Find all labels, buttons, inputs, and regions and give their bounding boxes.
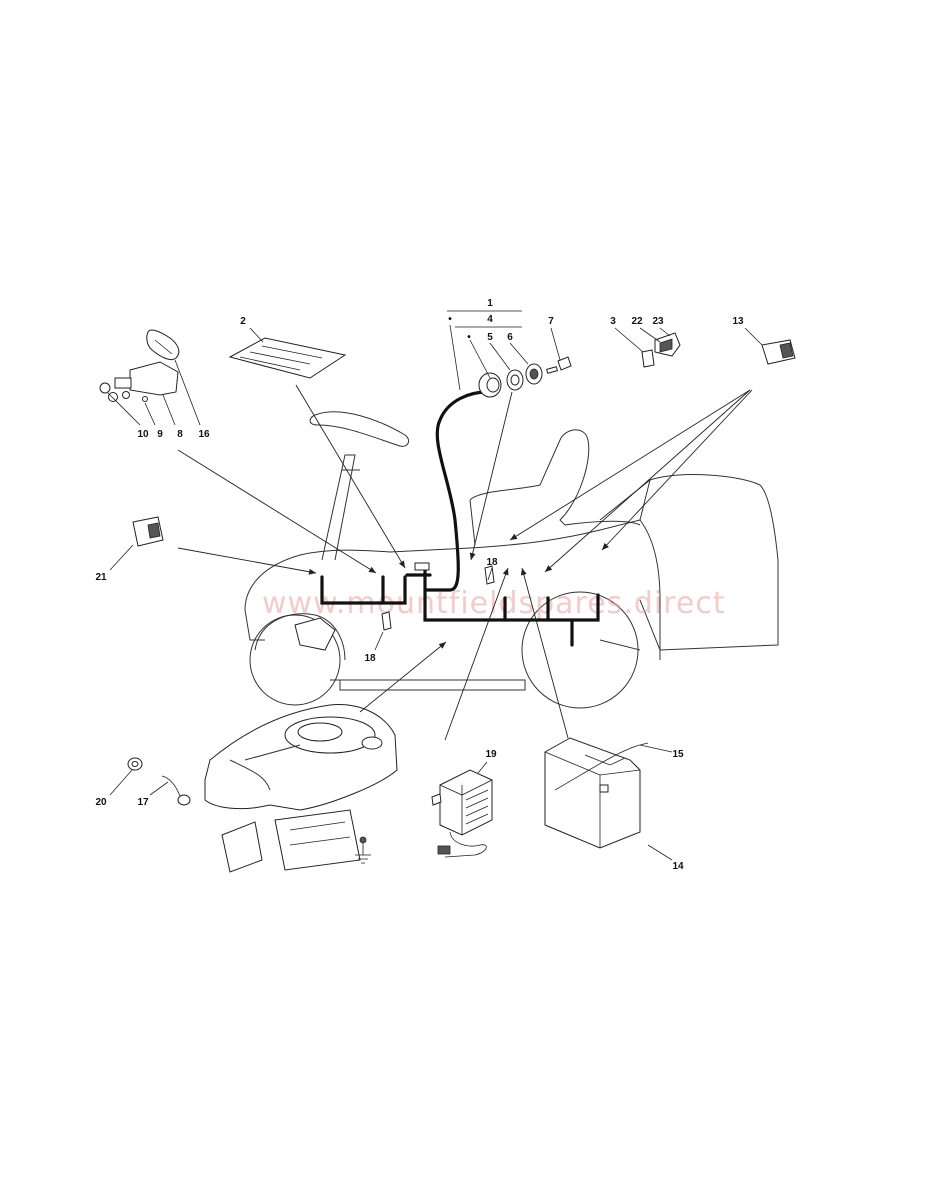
bullet-marker-b: • [467, 332, 471, 343]
callout-4: 4 [487, 314, 493, 325]
part-21-switch [132, 516, 164, 547]
part-14-battery [544, 737, 649, 849]
engine-illustration [204, 704, 398, 873]
part-19-charger [431, 769, 493, 858]
callout-17: 17 [137, 797, 149, 808]
bullet-marker-a: • [448, 314, 452, 325]
callout-18-left: 18 [364, 653, 376, 664]
callout-labels: 1 4 • • 5 6 7 3 22 23 13 2 10 9 8 16 21 … [95, 298, 744, 872]
callout-20: 20 [95, 797, 107, 808]
solenoid-cluster [99, 329, 180, 402]
callout-23: 23 [652, 316, 664, 327]
callout-10: 10 [137, 429, 149, 440]
washer-icon [108, 392, 118, 402]
nut-icon [99, 382, 111, 394]
key-icon [557, 356, 572, 371]
callout-15: 15 [672, 749, 684, 760]
part-13-switch [761, 339, 796, 365]
mower-outline [244, 411, 779, 709]
callout-16: 16 [198, 429, 210, 440]
ignition-switch-group [478, 356, 572, 398]
callout-8: 8 [177, 429, 183, 440]
callout-21: 21 [95, 572, 107, 583]
wiring-harness [320, 390, 600, 647]
callout-1: 1 [487, 298, 493, 309]
callout-22: 22 [631, 316, 643, 327]
arrows [177, 384, 753, 741]
callout-7: 7 [548, 316, 554, 327]
callout-3: 3 [610, 316, 616, 327]
callout-6: 6 [507, 332, 513, 343]
callout-14: 14 [672, 861, 684, 872]
callout-2: 2 [240, 316, 246, 327]
callout-5: 5 [487, 332, 493, 343]
callout-13: 13 [732, 316, 744, 327]
callout-19: 19 [485, 749, 497, 760]
screw-icon [142, 396, 148, 402]
connector-block [414, 562, 430, 571]
part-2-plate [228, 337, 347, 379]
part-20-17 [127, 757, 191, 806]
callout-9: 9 [157, 429, 163, 440]
key-shaft [546, 366, 558, 374]
leader-lines [107, 310, 763, 861]
switch-connector-group [641, 332, 681, 368]
callout-18-right: 18 [486, 557, 498, 568]
